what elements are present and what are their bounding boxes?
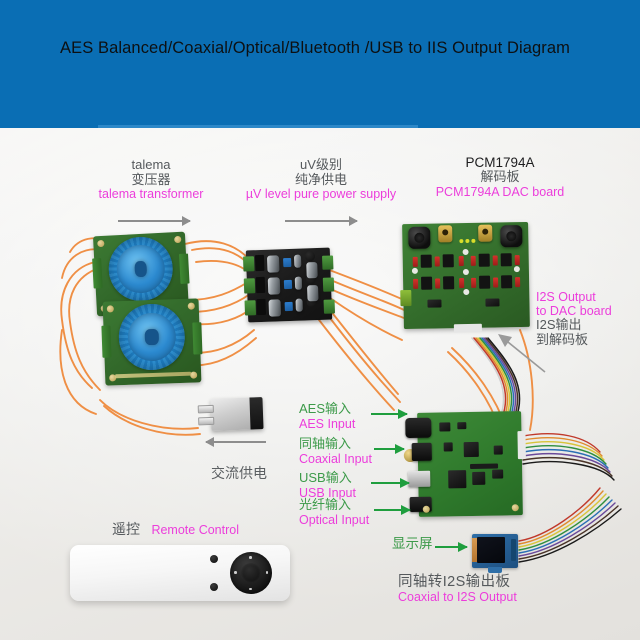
label-ac-power: 交流供电 bbox=[203, 465, 275, 482]
oled-screen bbox=[477, 537, 505, 563]
label-dac-en: PCM1794A DAC board bbox=[435, 184, 565, 199]
rca-connector-left bbox=[438, 225, 453, 243]
label-i2s-cn1: I2S输出 bbox=[536, 317, 582, 332]
label-transformer-line2: 变压器 bbox=[131, 171, 171, 187]
label-board-caption-en: Coaxial to I2S Output bbox=[398, 590, 517, 605]
label-i2s-output: I2S Output to DAC board I2S输出 到解码板 bbox=[536, 290, 640, 347]
label-coaxial-input-en: Coaxial Input bbox=[299, 451, 372, 466]
label-psu-line2: 纯净供电 bbox=[294, 171, 347, 187]
ac-power-inlet bbox=[197, 397, 264, 431]
remote-dpad[interactable] bbox=[230, 552, 272, 594]
label-psu-line1: uV级别 bbox=[300, 157, 342, 172]
label-transformer-line1: talema bbox=[131, 157, 171, 172]
oled-ribbon-header bbox=[517, 431, 526, 460]
label-usb-input-cn: USB输入 bbox=[299, 470, 352, 485]
toroidal-transformer-1 bbox=[107, 235, 175, 303]
label-aes-input: AES输入 AES Input bbox=[299, 401, 373, 431]
arrow-coaxial-input bbox=[374, 444, 405, 454]
label-remote-cn: 遥控 bbox=[112, 521, 140, 537]
label-dac-line1: PCM1794A bbox=[465, 155, 535, 170]
header-banner: AES Balanced/Coaxial/Optical/Bluetooth /… bbox=[0, 0, 640, 128]
label-i2s-en1: I2S Output bbox=[536, 290, 596, 304]
label-aes-input-en: AES Input bbox=[299, 416, 356, 431]
arrow-display bbox=[435, 542, 468, 552]
usb-port bbox=[408, 470, 431, 488]
remote-button-top[interactable] bbox=[210, 555, 218, 563]
label-board-caption-cn: 同轴转I2S输出板 bbox=[398, 574, 511, 590]
arrow-transformer-to-psu bbox=[118, 216, 191, 226]
label-coaxial-input: 同轴输入 Coaxial Input bbox=[299, 436, 381, 466]
aes-xlr-jack bbox=[405, 417, 432, 439]
toroidal-transformer-2 bbox=[117, 302, 186, 372]
label-board-caption: 同轴转I2S输出板 Coaxial to I2S Output bbox=[398, 574, 558, 604]
label-transformer-en: talema transformer bbox=[98, 187, 204, 202]
label-aes-input-cn: AES输入 bbox=[299, 401, 352, 416]
label-dac-line2: 解码板 bbox=[480, 169, 520, 185]
coaxial-to-i2s-board bbox=[403, 411, 526, 517]
i2s-ribbon-header bbox=[453, 323, 482, 333]
label-i2s-cn2: 到解码板 bbox=[536, 331, 589, 347]
label-display-cn: 显示屏 bbox=[392, 536, 433, 551]
label-display: 显示屏 bbox=[392, 536, 448, 551]
label-coaxial-input-cn: 同轴输入 bbox=[299, 436, 352, 451]
label-remote: 遥控 Remote Control bbox=[112, 521, 262, 539]
xlr-connector-right bbox=[500, 225, 523, 248]
rca-connector-right bbox=[478, 224, 493, 242]
arrow-psu-to-dac bbox=[285, 216, 358, 226]
page-title: AES Balanced/Coaxial/Optical/Bluetooth /… bbox=[60, 39, 571, 57]
arrow-aes-input bbox=[371, 409, 408, 419]
power-supply-board bbox=[242, 247, 336, 323]
label-psu-en: µV level pure power supply bbox=[245, 187, 397, 202]
label-i2s-en2: to DAC board bbox=[536, 304, 612, 318]
label-remote-en: Remote Control bbox=[151, 523, 239, 537]
label-ac-power-cn: 交流供电 bbox=[211, 465, 267, 481]
xlr-connector-left bbox=[408, 226, 431, 249]
label-usb-input: USB输入 USB Input bbox=[299, 470, 373, 500]
arrow-optical-input bbox=[374, 505, 411, 515]
arrow-ac-power bbox=[205, 437, 266, 447]
label-optical-input: 光纤输入 Optical Input bbox=[299, 497, 377, 527]
label-optical-input-en: Optical Input bbox=[299, 512, 370, 527]
label-usb-input-en: USB Input bbox=[299, 485, 356, 500]
transformer-board-2 bbox=[101, 298, 203, 386]
header-underline bbox=[98, 125, 418, 128]
label-optical-input-cn: 光纤输入 bbox=[299, 497, 352, 512]
arrow-usb-input bbox=[371, 478, 410, 488]
label-dac: PCM1794A 解码板 PCM1794A DAC board bbox=[420, 155, 580, 199]
remote-button-bottom[interactable] bbox=[210, 583, 218, 591]
label-power-supply: uV级别 纯净供电 µV level pure power supply bbox=[228, 157, 414, 202]
label-transformer: talema 变压器 talema transformer bbox=[96, 157, 206, 202]
remote-control bbox=[70, 545, 290, 601]
oled-display-module bbox=[472, 534, 518, 573]
pcm1794a-dac-board bbox=[400, 221, 530, 333]
